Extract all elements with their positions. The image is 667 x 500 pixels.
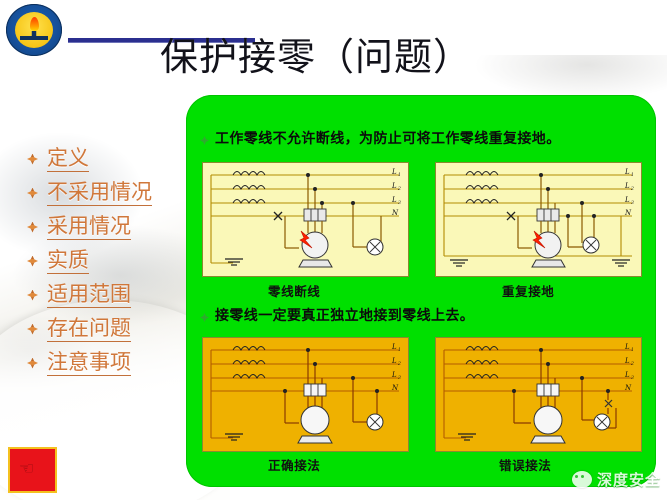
svg-text:2: 2: [630, 361, 634, 367]
outline-item-bucaiyong[interactable]: 不采用情况: [27, 176, 192, 210]
figure-caption-1: 零线断线: [268, 284, 321, 299]
panel-heading-text: 工作零线不允许断线，为防止可将工作零线重复接地。: [215, 131, 561, 147]
title-underline-rule: [68, 38, 255, 43]
outline-item-label: 存在问题: [47, 316, 131, 342]
svg-text:N: N: [391, 384, 399, 392]
panel-heading-text: 接零线一定要真正独立地接到零线上去。: [215, 308, 475, 324]
diamond-bullet-icon: [200, 136, 209, 145]
outline-item-label: 定义: [47, 146, 89, 172]
university-emblem-logo: [6, 4, 62, 56]
circuit-diagram-svg: L1 L2 L3 N: [443, 168, 634, 268]
svg-text:L: L: [624, 168, 630, 176]
figure-caption-2: 重复接地: [502, 284, 555, 299]
svg-text:L: L: [624, 196, 630, 204]
wechat-icon: [571, 471, 592, 488]
page-title: 保护接零（问题）: [160, 35, 473, 79]
outline-list: 定义 不采用情况 采用情况 实质 适用范围 存在问题 注意事项: [27, 142, 192, 380]
outline-item-dingyi[interactable]: 定义: [27, 142, 192, 176]
svg-text:N: N: [624, 209, 632, 217]
wechat-watermark: 深度安全: [571, 469, 661, 490]
book-icon: [20, 31, 48, 40]
svg-text:2: 2: [397, 186, 401, 192]
svg-text:3: 3: [398, 200, 401, 206]
diamond-bullet-icon: [27, 358, 38, 369]
svg-text:N: N: [391, 209, 399, 217]
svg-text:N: N: [624, 384, 632, 392]
outline-item-label: 适用范围: [47, 282, 131, 308]
figure-caption-3: 正确接法: [268, 458, 321, 473]
circuit-diagram-svg: L1 L2 L3 N: [443, 343, 634, 444]
svg-text:1: 1: [631, 347, 634, 353]
outline-item-label: 不采用情况: [47, 180, 152, 206]
svg-text:2: 2: [630, 186, 634, 192]
svg-text:L: L: [391, 371, 397, 379]
watermark-label: 深度安全: [596, 471, 661, 489]
svg-text:L: L: [624, 371, 630, 379]
diamond-bullet-icon: [27, 154, 38, 165]
panel-heading-1: 工作零线不允许断线，为防止可将工作零线重复接地。: [200, 130, 561, 148]
svg-text:3: 3: [398, 375, 401, 381]
panel-heading-2: 接零线一定要真正独立地接到零线上去。: [200, 307, 474, 325]
outline-item-shiyongfanwei[interactable]: 适用范围: [27, 278, 192, 312]
outline-item-label: 注意事项: [47, 350, 131, 376]
diamond-bullet-icon: [27, 222, 38, 233]
outline-item-caiyong[interactable]: 采用情况: [27, 210, 192, 244]
svg-text:L: L: [624, 343, 630, 351]
svg-text:L: L: [391, 182, 397, 190]
flame-icon: [30, 17, 39, 31]
circuit-diagram-svg: L1 L2 L3 N: [210, 168, 401, 268]
svg-text:L: L: [624, 182, 630, 190]
outline-item-zhuyishixiang[interactable]: 注意事项: [27, 346, 192, 380]
diamond-bullet-icon: [27, 290, 38, 301]
svg-text:1: 1: [398, 347, 401, 353]
diamond-bullet-icon: [27, 256, 38, 267]
diamond-bullet-icon: [200, 313, 209, 322]
svg-text:3: 3: [631, 375, 634, 381]
figure-caption-4: 错误接法: [499, 458, 552, 473]
outline-item-shizhi[interactable]: 实质: [27, 244, 192, 278]
svg-text:L: L: [391, 196, 397, 204]
outline-item-cunzaiwenti[interactable]: 存在问题: [27, 312, 192, 346]
svg-text:L: L: [391, 168, 397, 176]
svg-text:1: 1: [631, 172, 634, 178]
content-panel: 工作零线不允许断线，为防止可将工作零线重复接地。: [186, 95, 656, 487]
svg-text:L: L: [391, 357, 397, 365]
outline-item-label: 实质: [47, 248, 89, 274]
outline-item-label: 采用情况: [47, 214, 131, 240]
svg-text:1: 1: [398, 172, 401, 178]
hazard-hand-box[interactable]: ☜: [8, 447, 57, 493]
svg-text:2: 2: [397, 361, 401, 367]
pointing-hand-icon: ☜: [19, 459, 35, 478]
diamond-bullet-icon: [27, 188, 38, 199]
svg-text:3: 3: [631, 200, 634, 206]
svg-text:L: L: [391, 343, 397, 351]
svg-text:L: L: [624, 357, 630, 365]
diamond-bullet-icon: [27, 324, 38, 335]
